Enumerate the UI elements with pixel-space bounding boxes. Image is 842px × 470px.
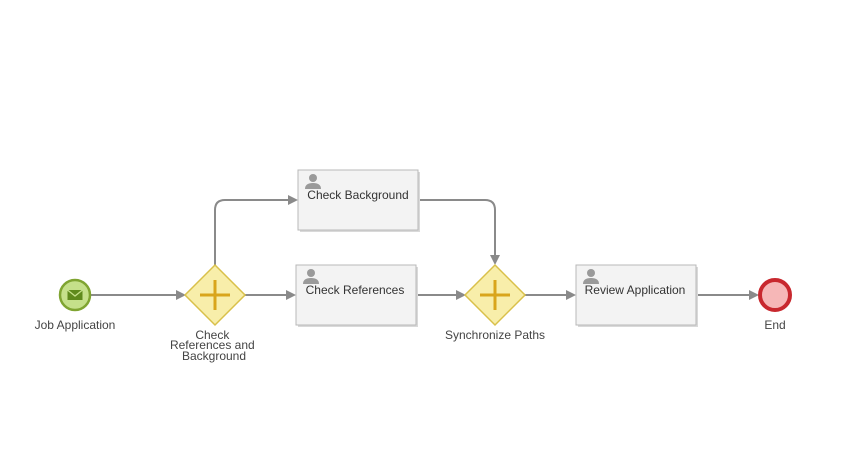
user-icon	[303, 269, 319, 284]
task-review-application-label: Review Application	[585, 283, 686, 297]
flow-check-background-to-join[interactable]	[418, 199, 500, 265]
envelope-icon	[67, 289, 83, 300]
end-event-label: End	[764, 318, 785, 332]
end-event[interactable]: End	[758, 278, 792, 332]
start-event[interactable]: Job Application	[35, 278, 116, 332]
flow-review-to-end[interactable]	[696, 290, 759, 300]
join-gateway[interactable]: Synchronize Paths	[445, 263, 545, 342]
split-gateway[interactable]: Check References and Background	[170, 263, 258, 363]
task-review-application-box	[575, 264, 697, 326]
flow-split-to-check-references[interactable]	[245, 290, 296, 300]
flow-split-to-check-background[interactable]	[214, 195, 298, 265]
task-check-background[interactable]: Check Background	[297, 169, 420, 232]
start-event-label: Job Application	[35, 318, 116, 332]
split-gateway-label-line-3: Background	[182, 349, 246, 363]
task-check-references-box	[295, 264, 417, 326]
split-gateway-label-line-2: References and	[170, 338, 255, 352]
flow-start-to-split[interactable]	[91, 290, 186, 300]
user-icon	[305, 174, 321, 189]
sequence-flows	[91, 195, 759, 300]
split-gateway-label: Check References and Background	[170, 328, 258, 363]
user-icon	[583, 269, 599, 284]
task-check-background-label: Check Background	[307, 188, 408, 202]
split-gateway-label-line-1: Check	[195, 328, 230, 342]
join-gateway-label: Synchronize Paths	[445, 328, 545, 342]
end-event-circle	[758, 278, 792, 312]
flow-check-references-to-join[interactable]	[416, 290, 466, 300]
task-check-references[interactable]: Check References	[295, 264, 418, 327]
plus-icon	[480, 280, 510, 310]
task-check-references-label: Check References	[306, 283, 405, 297]
plus-icon	[200, 280, 230, 310]
task-review-application[interactable]: Review Application	[575, 264, 698, 327]
flow-join-to-review[interactable]	[525, 290, 576, 300]
task-check-background-box	[297, 169, 419, 231]
